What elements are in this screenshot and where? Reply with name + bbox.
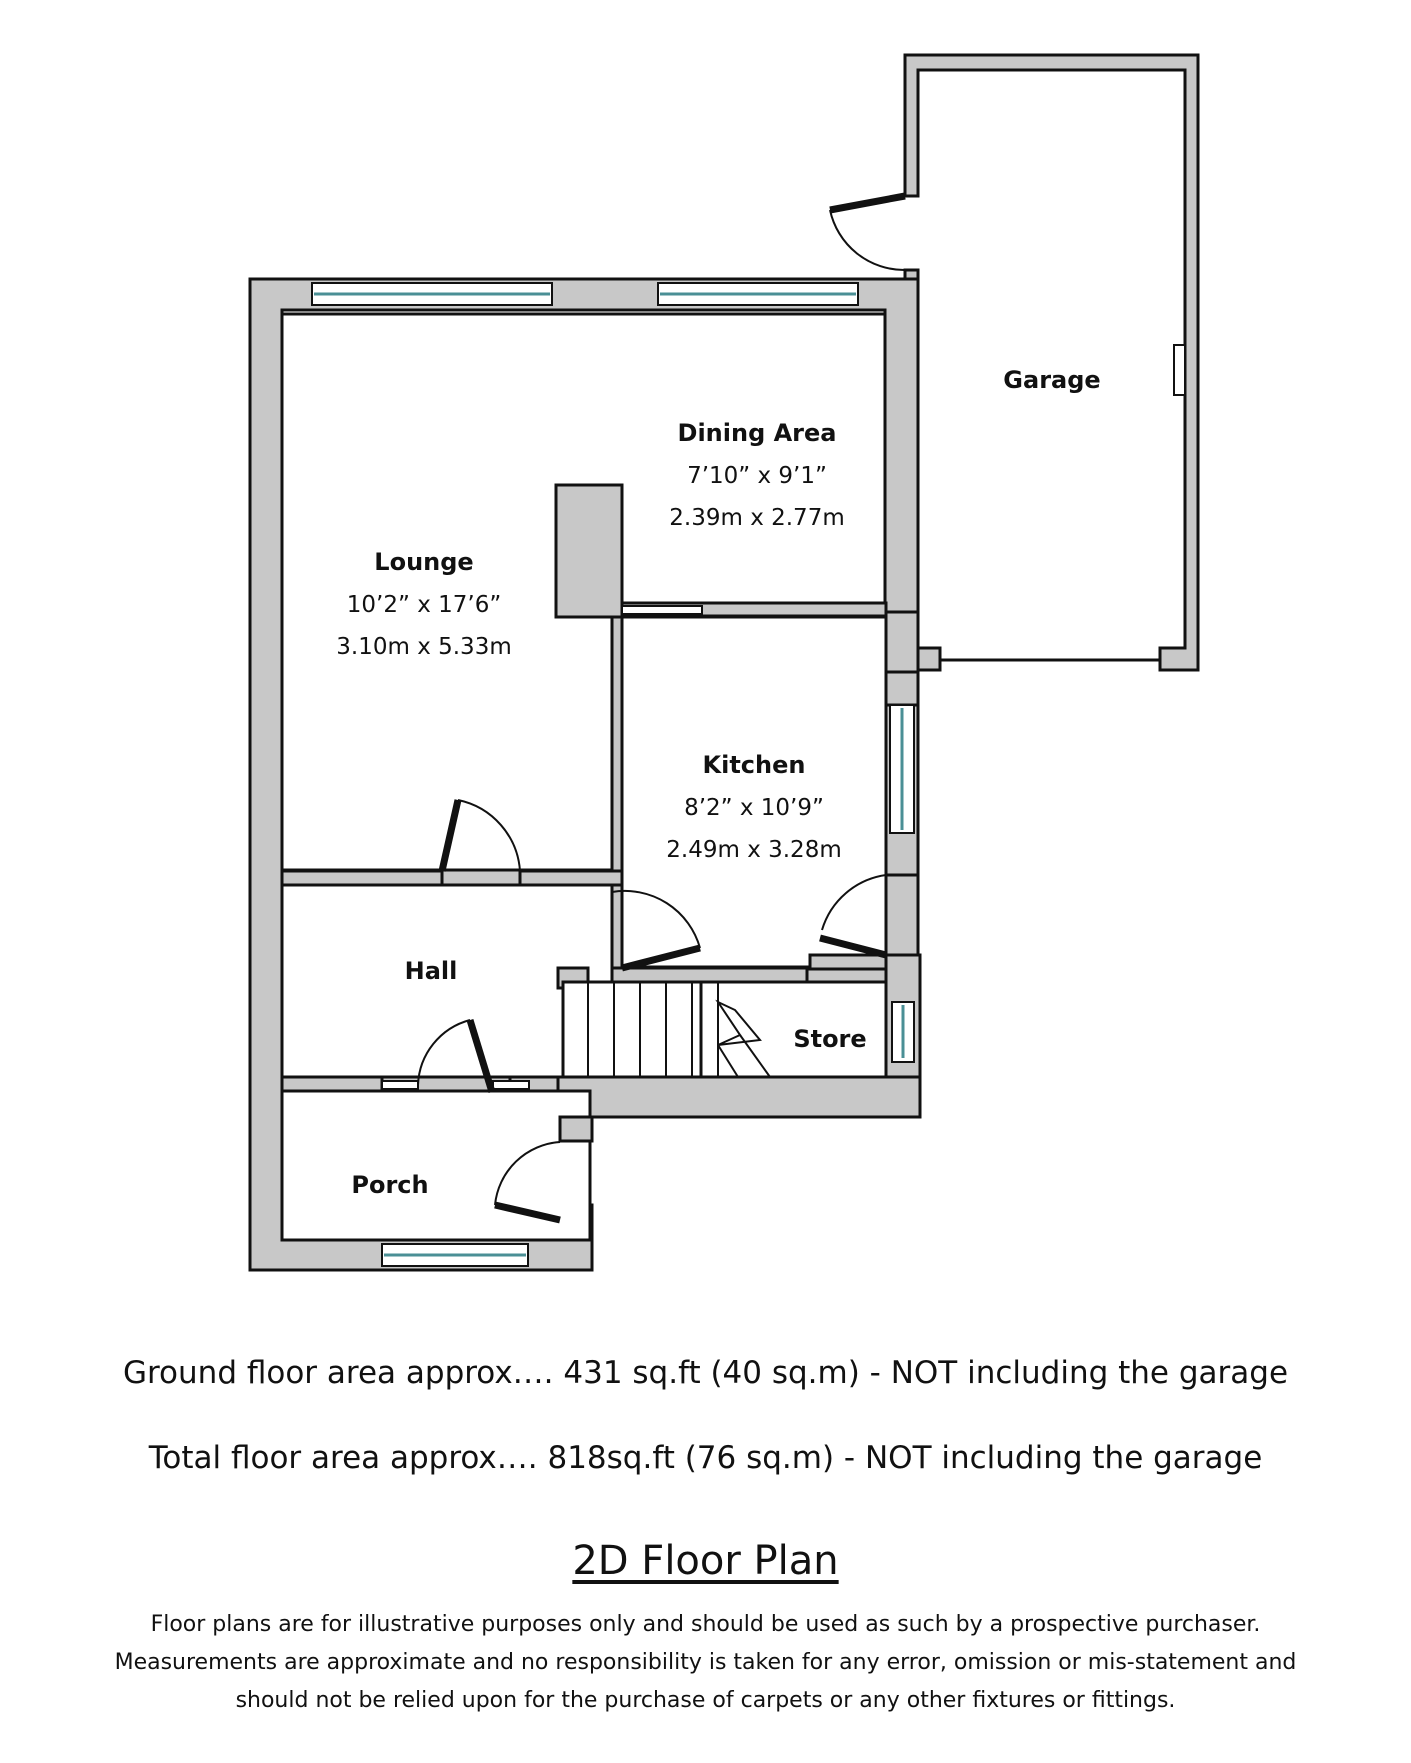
room-dim-metric-lounge: 3.10m x 5.33m — [336, 634, 511, 660]
room-dim-imperial-kitchen: 8’2” x 10’9” — [684, 795, 824, 821]
room-name-dining: Dining Area — [678, 419, 837, 447]
room-dim-metric-dining: 2.39m x 2.77m — [669, 505, 844, 531]
room-labels: Garage Dining Area 7’10” x 9’1” 2.39m x … — [336, 366, 1100, 1199]
disclaimer-line-3: should not be relied upon for the purcha… — [235, 1688, 1176, 1713]
room-name-store: Store — [793, 1025, 866, 1053]
windows — [311, 282, 915, 1267]
room-dim-metric-kitchen: 2.49m x 3.28m — [666, 837, 841, 863]
room-name-porch: Porch — [351, 1171, 428, 1199]
page-title-text: 2D Floor Plan — [572, 1538, 839, 1584]
room-dim-imperial-lounge: 10’2” x 17’6” — [347, 592, 502, 618]
room-name-hall: Hall — [405, 957, 458, 985]
floor-plan: Garage Dining Area 7’10” x 9’1” 2.39m x … — [248, 53, 1200, 1272]
doors — [417, 192, 906, 1224]
garage-structure — [903, 53, 1200, 672]
disclaimer-line-2: Measurements are approximate and no resp… — [114, 1650, 1297, 1675]
ground-floor-area: Ground floor area approx…. 431 sq.ft (40… — [122, 1355, 1289, 1391]
staircase — [587, 982, 771, 1078]
room-dim-imperial-dining: 7’10” x 9’1” — [687, 463, 827, 489]
room-name-lounge: Lounge — [374, 548, 473, 576]
disclaimer-line-1: Floor plans are for illustrative purpose… — [150, 1612, 1261, 1637]
room-name-kitchen: Kitchen — [703, 751, 806, 779]
room-name-garage: Garage — [1003, 366, 1100, 394]
total-floor-area: Total floor area approx…. 818sq.ft (76 s… — [148, 1440, 1263, 1476]
page-title: 2D Floor Plan — [0, 1538, 1411, 1584]
